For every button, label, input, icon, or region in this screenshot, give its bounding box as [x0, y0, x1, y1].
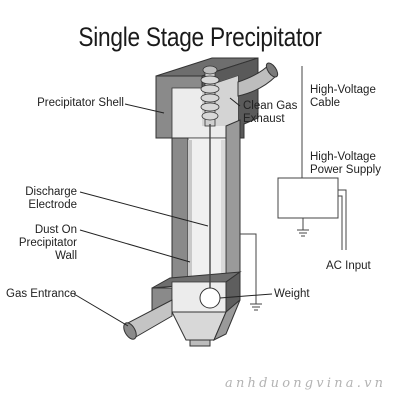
label-gas-entrance: Gas Entrance — [6, 288, 77, 300]
leader-shell — [124, 103, 165, 114]
ac-input-wire-2 — [338, 195, 343, 250]
label-hv-cable-line2: Cable — [310, 97, 341, 109]
leader-gas-entrance — [73, 293, 129, 327]
leader-weight — [219, 293, 273, 299]
label-dust-line1: Dust On — [34, 224, 77, 236]
watermark: anhduongvina.vn — [225, 376, 387, 391]
label-dust-line3: Wall — [55, 250, 77, 262]
label-discharge-electrode: Discharge Electrode — [0, 186, 77, 212]
label-hv-supply-line1: High-Voltage — [310, 151, 376, 163]
label-clean-gas-line1: Clean Gas — [243, 100, 298, 112]
label-clean-gas: Clean Gas Exhaust — [243, 100, 297, 126]
label-discharge-line2: Electrode — [28, 199, 77, 211]
tower-inner-face — [187, 137, 227, 279]
leader-dust — [79, 229, 191, 263]
label-hv-supply-line2: Power Supply — [310, 164, 381, 176]
dust-layer — [188, 140, 192, 276]
leader-discharge — [79, 191, 209, 227]
dust-layer-back — [221, 140, 225, 276]
label-hv-cable-line1: High-Voltage — [310, 84, 376, 96]
leader-clean-gas — [229, 97, 241, 107]
label-hv-cable: High-Voltage Cable — [310, 84, 376, 110]
label-dust-on-wall: Dust On Precipitator Wall — [0, 224, 77, 263]
shell-ground-icon — [250, 303, 262, 311]
label-ac-input: AC Input — [326, 260, 371, 272]
power-supply-box — [277, 177, 339, 219]
label-weight: Weight — [274, 288, 310, 300]
diagram-title: Single Stage Precipitator — [78, 22, 322, 52]
shell-ground-wire — [240, 233, 257, 304]
label-clean-gas-line2: Exhaust — [243, 113, 285, 125]
label-dust-line2: Precipitator — [18, 237, 77, 249]
tower-back-wall — [225, 119, 241, 279]
hopper-side — [213, 299, 241, 342]
ac-input-wire-1 — [338, 189, 347, 250]
weight-ball — [199, 287, 221, 309]
exhaust-pipe-opening — [265, 62, 279, 78]
label-discharge-line1: Discharge — [25, 186, 77, 198]
supply-ground-icon — [297, 229, 309, 237]
label-precipitator-shell: Precipitator Shell — [37, 97, 124, 109]
label-hv-supply: High-Voltage Power Supply — [310, 151, 381, 177]
gas-entrance-opening — [123, 322, 137, 340]
hopper-outlet — [189, 339, 211, 347]
